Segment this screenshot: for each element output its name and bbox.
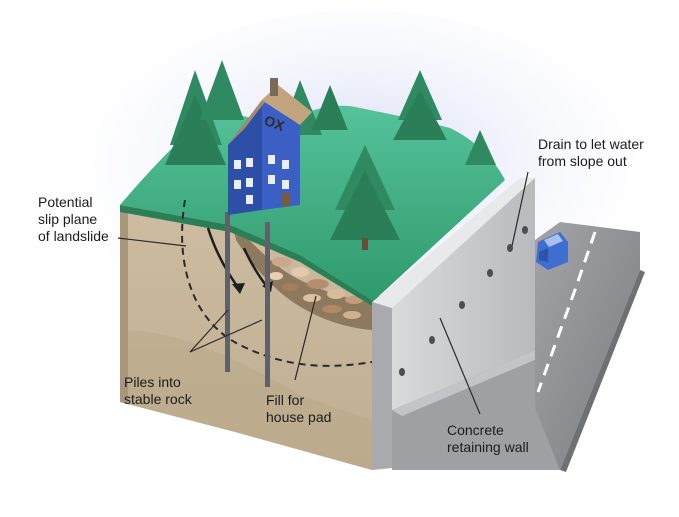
slip-plane-curve bbox=[181, 199, 373, 367]
retaining-wall bbox=[372, 178, 570, 470]
retaining-wall-label: Concrete retaining wall bbox=[447, 422, 529, 455]
car bbox=[536, 232, 568, 270]
house-sign: OX bbox=[262, 112, 287, 134]
piles bbox=[225, 212, 270, 387]
arrow-head bbox=[232, 283, 245, 294]
soil-cross-section bbox=[120, 205, 372, 470]
road bbox=[535, 222, 645, 472]
fill-label: Fill for house pad bbox=[266, 392, 332, 425]
drain-label: Drain to let water from slope out bbox=[538, 136, 644, 169]
house bbox=[228, 78, 312, 215]
piles-label: Piles into stable rock bbox=[124, 374, 192, 407]
slip-plane-label: Potential slip plane of landslide bbox=[38, 194, 109, 244]
lane-divider bbox=[536, 231, 597, 393]
leader-lines bbox=[117, 171, 529, 415]
